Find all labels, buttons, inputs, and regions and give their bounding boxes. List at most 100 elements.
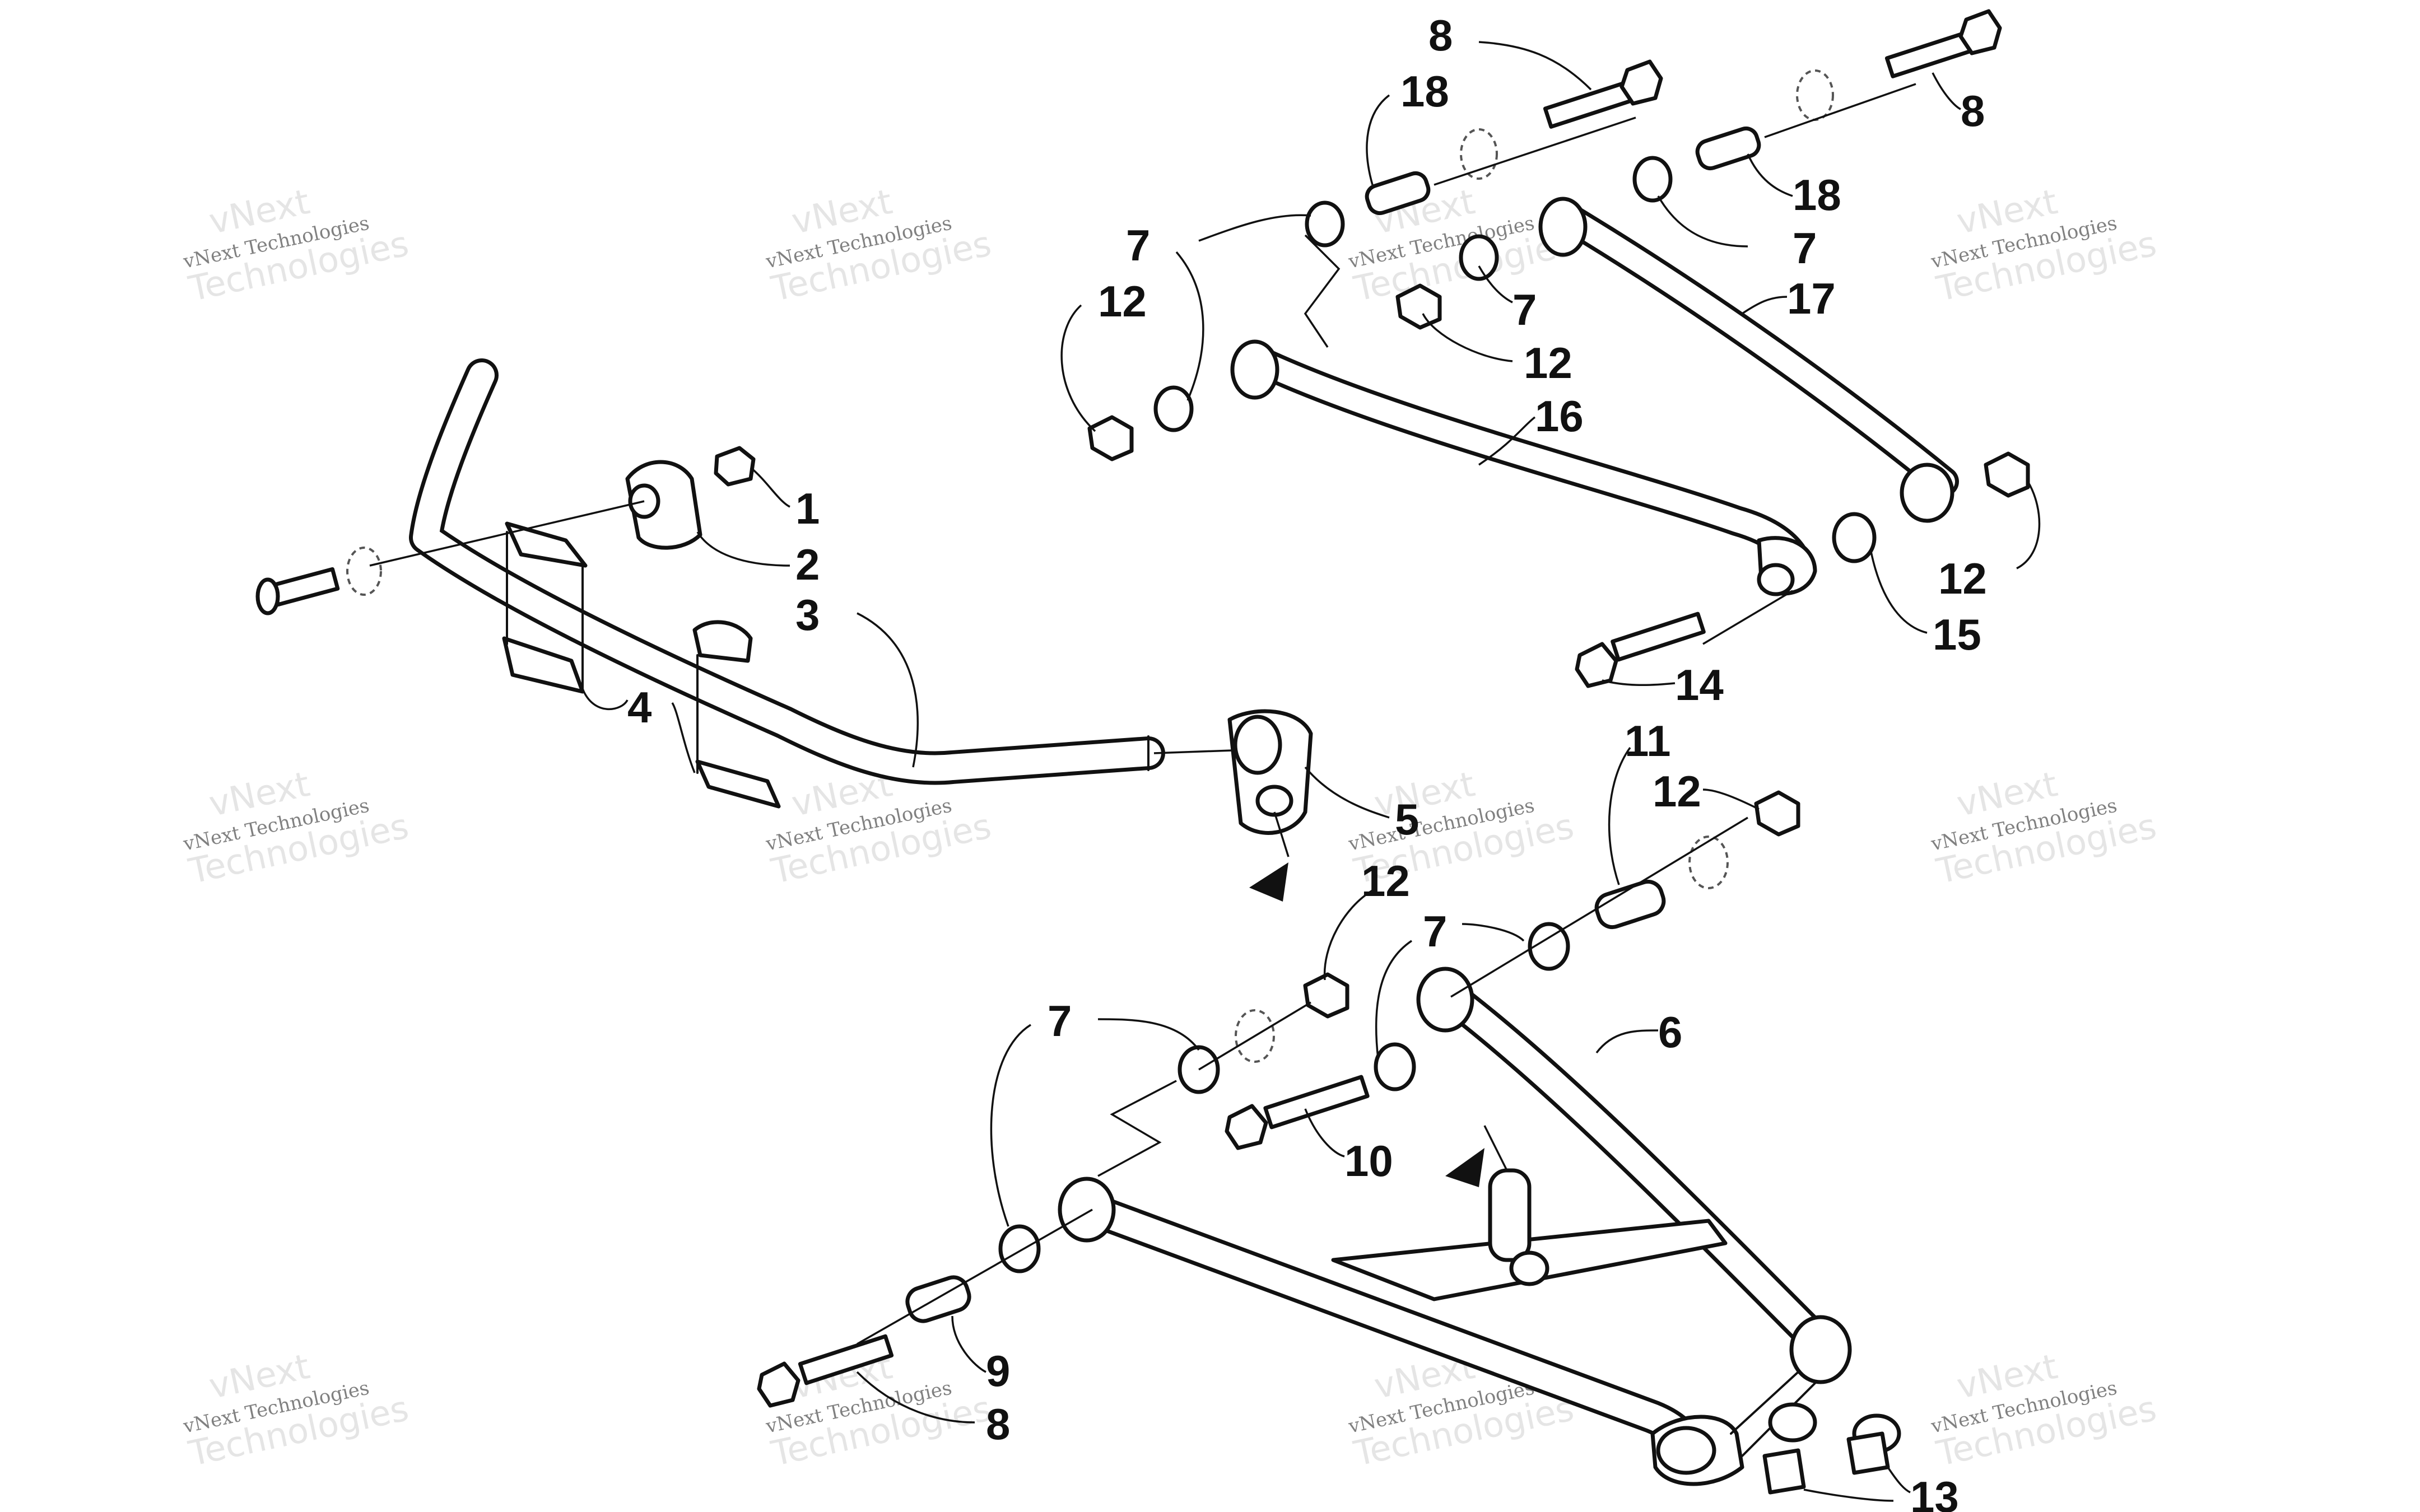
flange-nut	[1303, 972, 1349, 1019]
stabilizer-end-link	[1153, 709, 1313, 857]
leader-8-top-right	[1932, 72, 1961, 110]
callout-8-top-right: 8	[1961, 86, 1985, 136]
bolt-sleeve	[1365, 171, 1431, 216]
callout-labels: 1 2 3 4 5 6 7 7 7 7 7 8 8 8 9 10 11 12 1…	[627, 11, 1987, 1512]
bolt-head	[1958, 9, 2002, 55]
leader-16	[1478, 416, 1536, 466]
callout-7-lower-left: 7	[1048, 996, 1072, 1046]
end-link-down-line	[1273, 811, 1290, 857]
bushing	[1153, 385, 1194, 432]
end-link-eye	[1233, 715, 1282, 775]
callout-7-upper-left: 7	[1126, 221, 1150, 270]
watermark-tile: vNext vNext Technologies Technologies	[1929, 181, 2160, 309]
axis-line	[1764, 83, 1916, 138]
flange-nut	[714, 446, 756, 487]
callout-17: 17	[1787, 274, 1836, 323]
callout-1: 1	[795, 484, 820, 533]
bushing-half	[692, 620, 753, 663]
bolt-shank	[1543, 81, 1634, 129]
callout-14: 14	[1675, 660, 1724, 710]
upper-arm-pivot-outer	[1900, 463, 1954, 523]
bushing	[1846, 1431, 1890, 1475]
leader-10	[1304, 1108, 1345, 1158]
lower-arm-pivot-outer	[1789, 1315, 1852, 1384]
carriage-bolt	[255, 567, 340, 615]
callout-18-right: 18	[1793, 170, 1841, 220]
bolt-shank	[798, 1334, 894, 1385]
bushing-lower-right	[692, 620, 781, 809]
lower-ball-joint-bore	[1656, 1426, 1716, 1475]
bushing-offset-line	[1097, 1080, 1177, 1177]
lower-arm-pivot-front	[1058, 1177, 1116, 1243]
watermark-tile: vNext vNext Technologies Technologies	[181, 1346, 412, 1474]
bushing	[1632, 156, 1673, 203]
bushing-half	[502, 636, 585, 694]
shock-guide-line	[1483, 1125, 1508, 1171]
callout-2: 2	[795, 540, 820, 589]
bushing	[905, 1275, 971, 1323]
leader-12-lower-right	[1702, 788, 1760, 810]
bushing-clamp	[625, 460, 702, 550]
washer	[1796, 69, 1834, 121]
end-link-lower-bore	[1255, 785, 1293, 817]
leader-8-top-left	[1478, 41, 1592, 91]
hex-bolt	[1225, 1075, 1370, 1150]
leader-7-upper-right	[1657, 195, 1748, 248]
bolt-shank	[1611, 612, 1706, 662]
callout-16: 16	[1535, 391, 1584, 441]
direction-arrow-icon	[1445, 1148, 1484, 1187]
leader-18-right	[1747, 153, 1793, 197]
shock-mount-post	[1488, 1168, 1532, 1262]
leader-15	[1870, 551, 1928, 634]
ball-joint-stem	[1730, 1371, 1799, 1435]
bolt-shank	[271, 567, 340, 607]
bushing	[1374, 1042, 1416, 1091]
washer	[1460, 128, 1498, 180]
callout-7-upper-right: 7	[1793, 223, 1817, 273]
upper-arm-pivot-rear	[1538, 197, 1588, 257]
callout-15: 15	[1933, 610, 1981, 659]
bolt-sleeve	[1594, 879, 1666, 930]
nut-hex	[714, 446, 756, 487]
upper-ball-joint-bore	[1757, 563, 1795, 596]
lower-arm-tube-rear-fill	[1438, 984, 1833, 1357]
bolt-head	[255, 577, 280, 615]
leader-2	[696, 531, 790, 567]
callout-8-top-left: 8	[1428, 11, 1453, 60]
bushing	[1459, 234, 1499, 281]
callout-7-upper-mid: 7	[1513, 285, 1537, 334]
flange-nut	[1754, 790, 1800, 837]
watermark-tile: vNext vNext Technologies Technologies	[1929, 1346, 2160, 1474]
leader-5	[1304, 766, 1390, 819]
direction-arrow-icon	[1249, 862, 1288, 902]
leader-14	[1602, 679, 1676, 687]
bolt-head	[1575, 642, 1618, 688]
leader-12-upper-left	[1060, 304, 1096, 432]
stabilizer-bar-fill	[413, 362, 1161, 781]
bolt-shank	[1263, 1075, 1370, 1130]
hex-bolt	[1543, 59, 1663, 129]
callout-12-lower-left: 12	[1361, 856, 1410, 906]
callout-6: 6	[1658, 1007, 1682, 1057]
leader-7-upper-mid	[1478, 265, 1513, 304]
hex-bolt	[1575, 612, 1706, 688]
upper-arm-tube-rear-fill	[1563, 210, 1955, 493]
leader-3	[857, 612, 919, 768]
callout-13: 13	[1910, 1472, 1959, 1512]
bushing	[1832, 512, 1877, 563]
watermark-tile: vNext vNext Technologies Technologies	[764, 181, 995, 309]
axis-line	[1702, 590, 1793, 645]
leader-7-upper-left	[1175, 214, 1311, 401]
flange-nut	[1984, 451, 2030, 498]
leader-9	[951, 1315, 986, 1373]
watermark-tile: vNext vNext Technologies Technologies	[1929, 763, 2160, 892]
axis-line	[1450, 816, 1748, 998]
upper-arm-tube-front-fill	[1255, 353, 1809, 577]
callout-3: 3	[795, 590, 820, 640]
callout-8-bottom: 8	[986, 1399, 1010, 1449]
callout-12-upper-right: 12	[1938, 554, 1987, 603]
bushing	[1768, 1402, 1817, 1443]
upper-arm-pivot-front	[1230, 339, 1279, 400]
bushing-upper-left	[502, 521, 588, 694]
